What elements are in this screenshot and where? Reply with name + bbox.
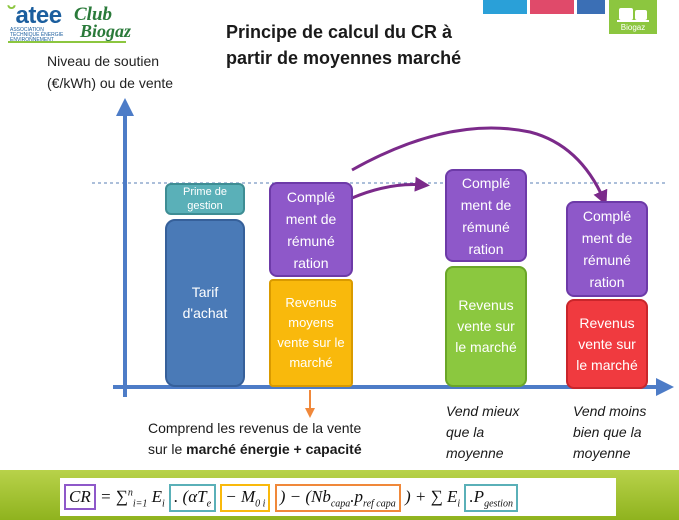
curve-arrow-long	[351, 126, 608, 206]
note-revenus-marche: Comprend les revenus de la vente sur le …	[148, 420, 362, 457]
note-vend-mieux: Vend mieux que la moyenne	[446, 403, 520, 461]
header-band-pink	[530, 0, 574, 14]
cr-formula: CR = ∑ni=1 Ei . (αTe − M0 i ) − (Nbcapa.…	[64, 484, 518, 513]
logo-swoosh-icon: ˘	[8, 2, 16, 29]
logo-club: Club	[74, 4, 113, 25]
formula-cr: CR	[64, 484, 96, 510]
orange-pointer-arrowhead	[305, 408, 315, 418]
logo-underline	[8, 41, 126, 43]
header-band-cyan	[483, 0, 527, 14]
bar3-complement: Complé ment de rémuné ration	[445, 169, 527, 262]
logo-biogaz: Biogaz	[80, 21, 132, 41]
bar2-complement: Complé ment de rémuné ration	[269, 182, 353, 277]
bar3-revenus: Revenus vente sur le marché	[445, 266, 527, 387]
badge-label: Biogaz	[620, 23, 646, 32]
formula-capacity-term: ) − (Nbcapa.pref capa	[274, 484, 401, 513]
bar1-tarif-achat: Tarif d'achat	[165, 219, 245, 387]
formula-sum: = ∑ni=1 Ei	[99, 487, 165, 510]
biogaz-badge: Biogaz	[609, 0, 657, 34]
logo-subtitle: ASSOCIATION TECHNIQUE ÉNERGIE ENVIRONNEM…	[10, 27, 64, 43]
bar4-complement: Complé ment de rémuné ration	[566, 201, 648, 297]
formula-gestion-term: .Pgestion	[464, 484, 518, 513]
formula-revenue-term: . (αTe	[169, 484, 217, 513]
y-axis-arrowhead	[116, 98, 134, 116]
bar4-revenus: Revenus vente sur le marché	[566, 299, 648, 389]
page-title: Principe de calcul du CR à partir de moy…	[226, 22, 462, 68]
biogaz-tanks-icon	[617, 8, 649, 22]
bar1-prime-gestion: Prime de gestion	[165, 183, 245, 215]
logo-atee: ˘atee	[8, 2, 62, 29]
x-axis-arrowhead	[656, 378, 674, 396]
bar2-revenus-moyens: Revenus moyens vente sur le marché	[269, 279, 353, 387]
note-vend-moins: Vend moins bien que la moyenne	[573, 403, 647, 461]
header-band-blue	[577, 0, 605, 14]
y-axis-label: Niveau de soutien (€/kWh) ou de vente	[47, 53, 174, 91]
formula-sum2: ) + ∑ Ei	[404, 487, 461, 510]
formula-m0-term: − M0 i	[220, 484, 271, 513]
curve-arrow-short	[351, 176, 430, 200]
